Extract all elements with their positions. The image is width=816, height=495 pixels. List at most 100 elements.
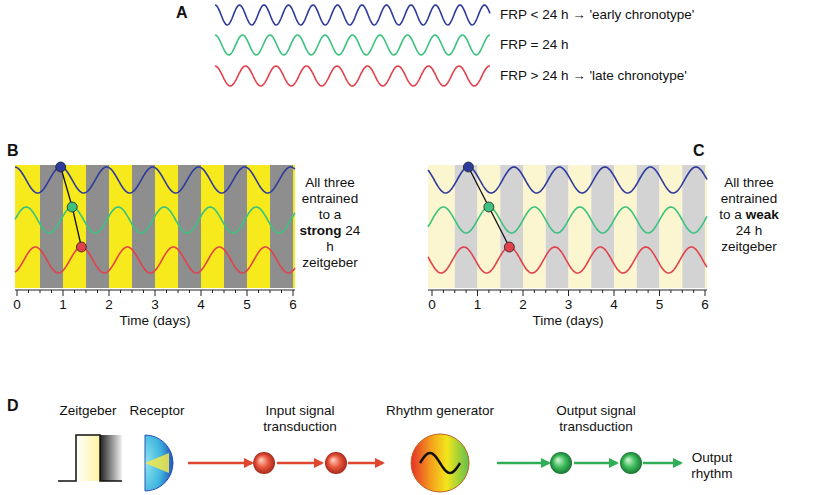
panel-note: weak <box>746 207 779 222</box>
axis-tick <box>258 290 259 293</box>
axis-tick <box>614 290 615 296</box>
signal-arrow <box>348 462 383 465</box>
light-phase-band <box>705 165 707 288</box>
axis-tick <box>155 290 156 296</box>
axis-tick <box>579 290 580 293</box>
stage-label: Zeitgeber <box>59 400 116 419</box>
oscillation-symbol <box>420 453 460 473</box>
transduction-step <box>620 452 642 474</box>
axis-tick <box>545 290 546 293</box>
entrainment-plot <box>428 162 707 296</box>
panel-note-block: All three entrained to a strong 24 h zei… <box>298 175 362 271</box>
axis-tick <box>224 290 225 293</box>
flow-stage: Receptor <box>126 400 188 495</box>
light-phase-band <box>15 165 17 288</box>
tick-label: 0 <box>13 297 21 313</box>
tick-label: 5 <box>656 297 664 313</box>
axis-tick <box>523 290 524 296</box>
flow-stage: Output rhythm <box>681 447 743 486</box>
flow-stage: Output signal transduction <box>549 400 643 495</box>
tick-label: 0 <box>428 297 436 313</box>
axis-tick <box>659 290 660 296</box>
phase-dot <box>76 242 86 252</box>
axis-tick <box>143 290 144 293</box>
axis-tick <box>511 290 512 293</box>
phase-link <box>61 167 82 247</box>
axis-tick <box>270 290 271 293</box>
axis-tick <box>568 290 569 296</box>
dark-phase-band <box>86 165 109 288</box>
axis-tick <box>591 290 592 293</box>
axis-tick <box>477 290 478 296</box>
stage-label: Receptor <box>130 400 185 419</box>
flow-stage: Zeitgeber <box>52 400 124 495</box>
tick-label: 6 <box>289 297 297 313</box>
axis-tick <box>63 290 64 296</box>
tick-label: 1 <box>59 297 67 313</box>
axis-tick <box>120 290 121 293</box>
transduction-step <box>253 452 275 474</box>
phase-dot <box>463 162 473 172</box>
axis-tick <box>488 290 489 293</box>
dark-phase-band <box>132 165 155 288</box>
axis-title: Time (days) <box>533 313 604 329</box>
axis-tick <box>235 290 236 293</box>
flow-stage: Rhythm generator <box>383 400 497 495</box>
phase-dot <box>484 202 494 212</box>
axis-tick <box>28 290 29 293</box>
axis-tick <box>466 290 467 293</box>
tick-label: 4 <box>610 297 618 313</box>
rhythm-curve <box>15 207 295 233</box>
axis-tick <box>648 290 649 293</box>
axis-tick <box>443 290 444 293</box>
axis-tick <box>705 290 706 296</box>
entrainment-plot <box>15 162 295 296</box>
stage-label: Output signal transduction <box>549 400 643 435</box>
panel-note-block: All three entrained to a weak 24 h zeitg… <box>714 175 784 255</box>
rhythm-curve <box>428 207 707 233</box>
panel-letter: C <box>693 143 705 159</box>
axis-tick <box>693 290 694 293</box>
phase-dot <box>504 242 514 252</box>
panel-letter: B <box>7 143 19 159</box>
axis-tick <box>432 290 433 296</box>
axis-tick <box>670 290 671 293</box>
axis-tick <box>682 290 683 293</box>
tick-label: 2 <box>519 297 527 313</box>
rhythm-curve <box>215 35 490 55</box>
axis-tick <box>97 290 98 293</box>
transduction-step <box>550 452 572 474</box>
tick-label: 6 <box>701 297 709 313</box>
dark-period <box>100 435 122 481</box>
tick-label: 1 <box>474 297 482 313</box>
flow-stage: Input signal transduction <box>252 400 348 495</box>
rhythm-curve <box>15 247 295 273</box>
rhythm-curve <box>428 247 707 273</box>
signal-arrow <box>497 462 549 465</box>
dark-phase-band <box>178 165 201 288</box>
axis-tick <box>40 290 41 293</box>
panel-note: 24 h zeitgeber <box>721 223 777 254</box>
axis-tick <box>189 290 190 293</box>
dark-phase-band <box>270 165 293 288</box>
axis-tick <box>51 290 52 293</box>
axis-title: Time (days) <box>120 313 191 329</box>
axis-tick <box>293 290 294 296</box>
phase-link <box>468 167 509 247</box>
signal-arrow <box>277 462 322 465</box>
rhythm-curve <box>215 66 490 86</box>
stage-label: Rhythm generator <box>386 400 494 419</box>
stage-label: Input signal transduction <box>252 400 348 435</box>
dark-phase-band <box>224 165 247 288</box>
dark-phase-band <box>40 165 63 288</box>
axis-tick <box>247 290 248 296</box>
axis-tick <box>109 290 110 296</box>
tick-label: 5 <box>243 297 251 313</box>
axis-tick <box>212 290 213 293</box>
time-axis <box>428 290 707 291</box>
axis-tick <box>201 290 202 296</box>
receptor-dish <box>145 435 173 491</box>
signal-arrow <box>574 462 617 465</box>
rhythm-generator-disc <box>411 434 469 492</box>
